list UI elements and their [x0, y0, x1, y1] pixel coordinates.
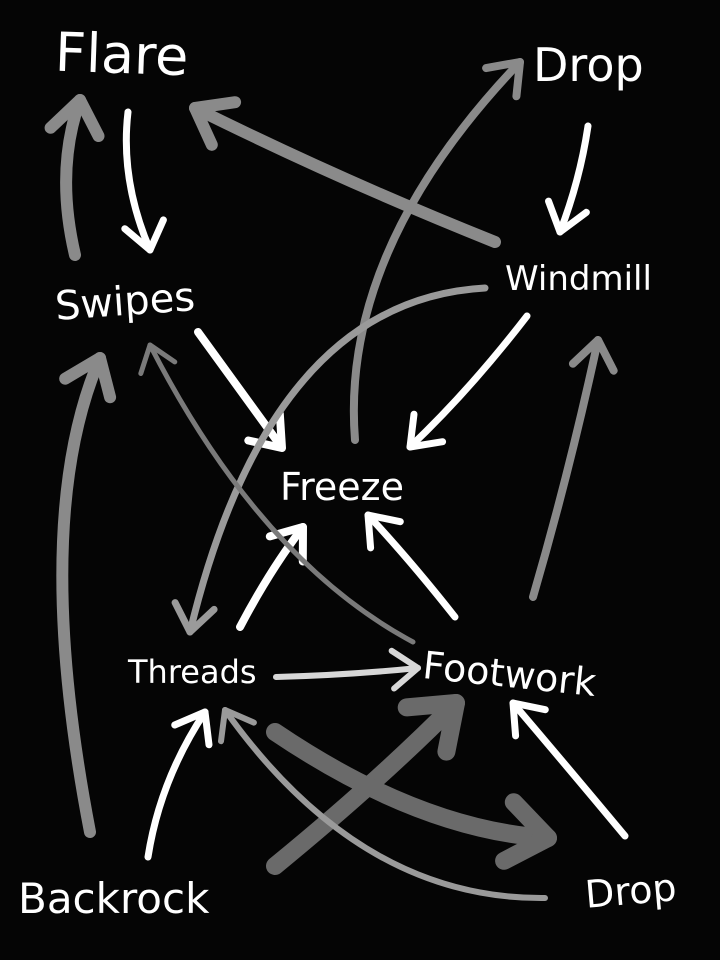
edge-line: [56, 352, 106, 838]
edge-line: [529, 336, 602, 601]
arrowhead-icon: [364, 511, 404, 552]
arrowhead-icon: [171, 599, 218, 636]
edge-threads-to-drop_bottom: [266, 723, 557, 870]
arrowhead-icon: [509, 699, 549, 740]
edge-line: [266, 723, 557, 847]
node-freeze: Freeze: [280, 465, 404, 509]
edge-line: [406, 312, 531, 451]
edge-line: [194, 328, 284, 449]
edge-line: [60, 94, 86, 261]
edge-line: [144, 708, 209, 861]
arrowhead-icon: [545, 197, 590, 236]
arrowhead-icon: [138, 342, 178, 376]
edge-line: [556, 122, 592, 236]
arrowhead-icon: [121, 216, 167, 254]
arrowhead-icon: [495, 793, 557, 870]
edge-flare-to-swipes: [121, 108, 167, 254]
arrowhead-icon: [171, 708, 213, 749]
arrowhead-icon: [218, 707, 257, 745]
edge-windmill-to-freeze: [406, 312, 531, 451]
arrowhead-icon: [388, 647, 421, 692]
arrowhead-icon: [44, 94, 105, 142]
edge-footwork-to-swipes: [138, 342, 416, 645]
edge-drop_top-to-windmill: [545, 122, 592, 236]
edge-backrock-to-swipes: [56, 352, 117, 838]
edge-line: [189, 102, 501, 248]
edge-line: [509, 699, 629, 840]
node-flare: Flare: [53, 20, 190, 89]
arrowhead-icon: [397, 694, 465, 761]
node-drop-top: Drop: [533, 38, 644, 92]
node-threads: Threads: [128, 653, 257, 691]
edge-windmill-to-flare: [189, 96, 501, 248]
node-swipes: Swipes: [53, 274, 197, 330]
edge-footwork-to-freeze: [364, 511, 459, 621]
edge-footwork-to-windmill: [529, 336, 618, 601]
edge-freeze-to-drop_top: [349, 58, 524, 444]
edge-line: [236, 523, 307, 631]
arrowhead-icon: [189, 96, 242, 151]
edge-line: [273, 665, 421, 680]
arrowhead-icon: [568, 336, 618, 375]
node-backrock: Backrock: [18, 874, 210, 923]
arrowhead-icon: [59, 352, 117, 404]
edge-swipes-to-flare: [44, 94, 105, 261]
edge-threads-to-freeze: [236, 523, 307, 631]
arrowhead-icon: [482, 58, 524, 101]
edge-windmill-to-threads: [171, 284, 489, 636]
edge-line: [186, 284, 489, 636]
edge-line: [147, 342, 416, 645]
edge-backrock-to-threads: [144, 708, 213, 861]
node-drop-bottom: Drop: [583, 865, 679, 917]
edge-line: [349, 58, 524, 444]
arrowhead-icon: [265, 523, 307, 566]
arrowhead-icon: [406, 410, 447, 451]
edge-line: [222, 707, 548, 902]
node-windmill: Windmill: [505, 259, 652, 299]
edge-line: [122, 108, 154, 254]
edge-line: [364, 511, 459, 621]
edge-drop_bottom-to-footwork: [509, 699, 629, 840]
edge-drop_bottom-to-threads: [218, 707, 548, 902]
edge-threads-to-footwork: [273, 647, 421, 692]
